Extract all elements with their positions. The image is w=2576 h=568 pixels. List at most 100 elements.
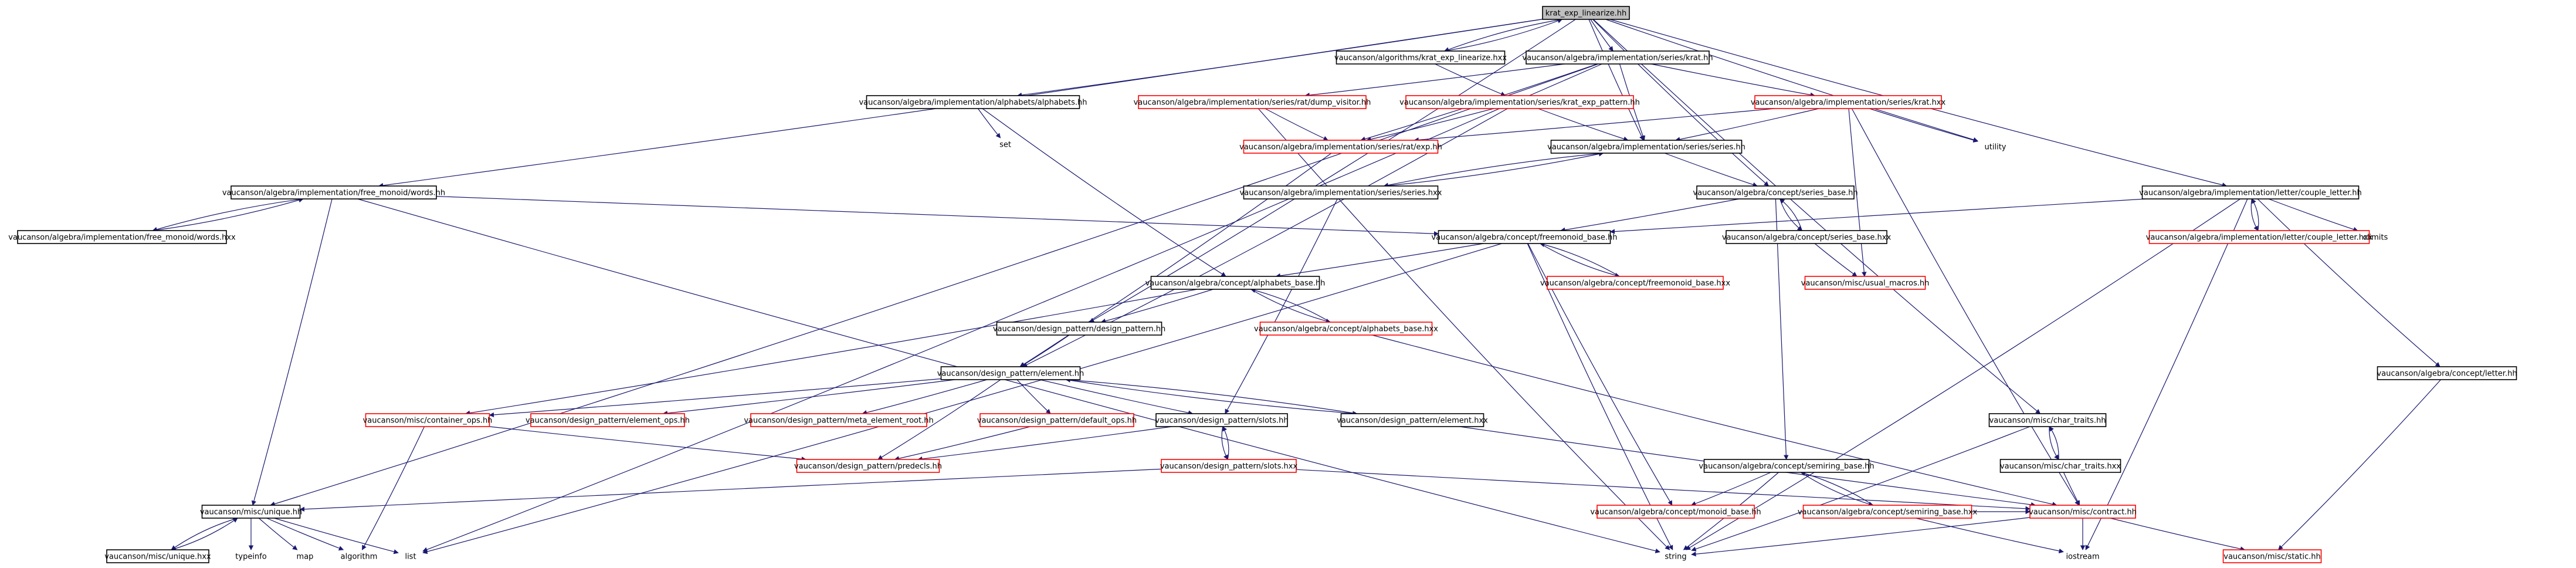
node-rat-exp[interactable]: vaucanson/algebra/implementation/series/…: [1239, 140, 1442, 154]
node-element-hxx[interactable]: vaucanson/design_pattern/element.hxx: [1337, 413, 1488, 427]
edge-alphabets-base-hh-to-container-ops: [465, 289, 1198, 415]
edge-series-krat-hh-to-list: [422, 63, 1602, 552]
node-words-hxx[interactable]: vaucanson/algebra/implementation/free_mo…: [8, 230, 236, 244]
edge-slots-hh-to-predecls: [917, 426, 1172, 462]
edge-element-hh-to-meta-element-root: [862, 379, 987, 415]
edge-unique-hh-to-map: [258, 518, 298, 550]
node-box: [1336, 50, 1506, 65]
node-couple-letter-hh[interactable]: vaucanson/algebra/implementation/letter/…: [2139, 185, 2362, 200]
node-box: [2377, 366, 2517, 380]
edge-alphabets-hh-to-alphabets-base-hh: [982, 108, 1226, 277]
node-slots-hxx[interactable]: vaucanson/design_pattern/slots.hxx: [1160, 459, 1298, 473]
node-series-base-hh[interactable]: vaucanson/algebra/concept/series_base.hh: [1693, 185, 1858, 200]
node-label: vaucanson/design_pattern/design_pattern.…: [993, 325, 1165, 334]
edge-char-traits-hh-to-string: [1691, 426, 2031, 552]
node-meta-element-root[interactable]: vaucanson/design_pattern/meta_element_ro…: [744, 413, 934, 427]
node-freemonoid-base-hh[interactable]: vaucanson/algebra/concept/freemonoid_bas…: [1432, 230, 1618, 244]
node-box: [1150, 276, 1320, 290]
edge-words-hh-to-words-hxx: [152, 198, 303, 232]
edge-words-hh-to-freemonoid-base-hh: [436, 196, 1439, 236]
edge-slots-hh-to-slots-hxx: [1221, 426, 1228, 460]
node-krat-hxx[interactable]: vaucanson/algebra/implementation/series/…: [1751, 95, 1946, 109]
edge-slots-hxx-to-unique-hh: [299, 468, 1162, 512]
edge-krat-hxx-to-usual-macros: [1848, 108, 1867, 277]
node-alg-krat-exp-lin-hxx[interactable]: vaucanson/algorithms/krat_exp_linearize.…: [1334, 50, 1507, 65]
edge-element-hh-to-default-ops: [1016, 379, 1051, 414]
edge-char-traits-hxx-to-contract-hh: [2063, 472, 2080, 506]
node-box: [106, 549, 209, 563]
node-char-traits-hh[interactable]: vaucanson/misc/char_traits.hh: [1988, 413, 2107, 427]
node-label: vaucanson/design_pattern/slots.hxx: [1160, 462, 1298, 471]
node-label: vaucanson/algebra/implementation/series/…: [1240, 189, 1442, 198]
node-label: vaucanson/algebra/implementation/series/…: [1547, 143, 1745, 152]
node-label: iostream: [2066, 553, 2099, 562]
node-predecls[interactable]: vaucanson/design_pattern/predecls.hh: [794, 459, 942, 473]
edge-series-base-hh-to-freemonoid-base-hh: [1560, 198, 1740, 232]
edge-unique-hh-to-algorithm: [266, 518, 344, 551]
node-box: [1802, 505, 1972, 519]
node-series-krat-hh[interactable]: vaucanson/algebra/implementation/series/…: [1522, 50, 1713, 65]
edge-unique-hxx-to-unique-hh: [171, 518, 238, 550]
node-series-hxx[interactable]: vaucanson/algebra/implementation/series/…: [1240, 185, 1442, 200]
node-alphabets-base-hxx[interactable]: vaucanson/algebra/concept/alphabets_base…: [1254, 322, 1438, 336]
edge-alg-krat-exp-lin-hxx-to-root: [1444, 18, 1562, 52]
edge-element-hh-to-element-hxx: [1066, 379, 1358, 416]
node-design-pattern-hh[interactable]: vaucanson/design_pattern/design_pattern.…: [993, 322, 1165, 336]
edge-unique-hh-to-unique-hxx: [171, 518, 238, 550]
edge-element-hh-to-container-ops: [489, 378, 941, 418]
node-label: krat_exp_linearize.hh: [1545, 9, 1626, 18]
node-unique-hh[interactable]: vaucanson/misc/unique.hh: [200, 505, 302, 519]
node-series-hh[interactable]: vaucanson/algebra/implementation/series/…: [1547, 140, 1745, 154]
node-series-base-hxx[interactable]: vaucanson/algebra/concept/series_base.hx…: [1722, 230, 1892, 244]
edge-krat-hxx-to-contract-hh: [1851, 108, 2080, 506]
node-box: [2222, 549, 2322, 563]
node-krat-exp-pattern[interactable]: vaucanson/algebra/implementation/series/…: [1399, 95, 1640, 109]
edge-design-pattern-hh-to-element-hh: [1020, 334, 1070, 367]
node-element-hh[interactable]: vaucanson/design_pattern/element.hh: [937, 366, 1084, 380]
node-default-ops[interactable]: vaucanson/design_pattern/default_ops.hh: [977, 413, 1137, 427]
node-unique-hxx[interactable]: vaucanson/misc/unique.hxx: [104, 549, 211, 563]
node-char-traits-hxx[interactable]: vaucanson/misc/char_traits.hxx: [1999, 459, 2121, 473]
node-box: [1138, 95, 1367, 109]
node-alphabets-base-hh[interactable]: vaucanson/algebra/concept/alphabets_base…: [1145, 276, 1326, 290]
node-root[interactable]: krat_exp_linearize.hh: [1542, 6, 1630, 20]
edge-couple-letter-hh-to-climits: [2268, 198, 2358, 232]
node-box: [1988, 413, 2107, 427]
node-label: vaucanson/algebra/implementation/free_mo…: [222, 189, 445, 198]
edge-alphabets-base-hh-to-design-pattern-hh: [1100, 289, 1214, 324]
node-box: [1542, 6, 1630, 20]
node-label: vaucanson/misc/unique.hxx: [104, 553, 211, 562]
edge-char-traits-hxx-to-char-traits-hh: [2049, 426, 2059, 460]
node-label: vaucanson/algebra/implementation/series/…: [1239, 143, 1442, 152]
edge-element-hxx-to-element-hh: [1065, 377, 1357, 414]
node-container-ops[interactable]: vaucanson/misc/container_ops.hh: [363, 413, 493, 427]
node-words-hh[interactable]: vaucanson/algebra/implementation/free_mo…: [222, 185, 445, 200]
node-dump-visitor[interactable]: vaucanson/algebra/implementation/series/…: [1134, 95, 1371, 109]
node-couple-letter-hxx[interactable]: vaucanson/algebra/implementation/letter/…: [2146, 230, 2373, 244]
node-label: vaucanson/design_pattern/default_ops.hh: [977, 417, 1137, 425]
node-semiring-base-hxx[interactable]: vaucanson/algebra/concept/semiring_base.…: [1798, 505, 1978, 519]
dependency-edges: [152, 18, 2441, 557]
node-letter-hh[interactable]: vaucanson/algebra/concept/letter.hh: [2377, 366, 2517, 380]
node-contract-hh[interactable]: vaucanson/misc/contract.hh: [2029, 505, 2137, 519]
node-label: list: [405, 553, 416, 562]
node-static-hh[interactable]: vaucanson/misc/static.hh: [2222, 549, 2322, 563]
node-usual-macros[interactable]: vaucanson/misc/usual_macros.hh: [1801, 276, 1930, 290]
node-map: map: [297, 553, 314, 562]
node-label: vaucanson/algebra/concept/semiring_base.…: [1798, 508, 1978, 517]
node-box: [1696, 185, 1855, 200]
node-element-ops[interactable]: vaucanson/design_pattern/element_ops.hh: [526, 413, 690, 427]
node-string: string: [1665, 553, 1686, 562]
node-slots-hh[interactable]: vaucanson/design_pattern/slots.hh: [1155, 413, 1289, 427]
edge-krat-hxx-to-utility: [1869, 108, 1978, 143]
edge-words-hxx-to-words-hh: [152, 198, 304, 231]
node-monoid-base[interactable]: vaucanson/algebra/concept/monoid_base.hh: [1590, 505, 1761, 519]
node-freemonoid-base-hxx[interactable]: vaucanson/algebra/concept/freemonoid_bas…: [1540, 276, 1730, 290]
node-box: [201, 505, 301, 519]
node-label: climits: [2363, 234, 2388, 242]
node-alphabets-hh[interactable]: vaucanson/algebra/implementation/alphabe…: [859, 95, 1087, 109]
node-typeinfo: typeinfo: [235, 553, 266, 562]
node-semiring-base-hh[interactable]: vaucanson/algebra/concept/semiring_base.…: [1699, 459, 1875, 473]
node-label: vaucanson/algebra/implementation/letter/…: [2139, 189, 2362, 198]
